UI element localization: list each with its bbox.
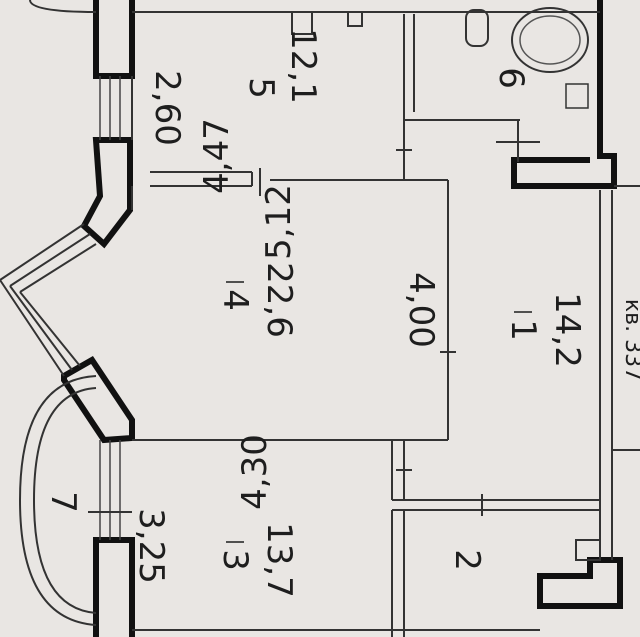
dimension-4-00: 4,00 bbox=[401, 272, 441, 348]
svg-text:4,47: 4,47 bbox=[197, 118, 237, 194]
svg-text:3,25: 3,25 bbox=[131, 508, 171, 584]
room-6-number: 6 bbox=[491, 67, 531, 89]
dimension-4-30: 4,30 bbox=[235, 434, 275, 510]
room-1-number: 1 bbox=[503, 319, 543, 341]
dimension-3-25: 3,25 bbox=[131, 508, 171, 584]
svg-text:3: 3 bbox=[215, 549, 255, 571]
room-1-area: 14,2 bbox=[547, 292, 587, 368]
svg-text:22,6: 22,6 bbox=[259, 262, 299, 338]
svg-text:кв. 337: кв. 337 bbox=[620, 299, 640, 381]
room-4-number: 4 bbox=[215, 289, 255, 311]
svg-text:2: 2 bbox=[447, 549, 487, 571]
svg-text:6: 6 bbox=[491, 67, 531, 89]
windows bbox=[99, 76, 121, 540]
room-5-number: 5 bbox=[241, 77, 281, 99]
svg-text:14,2: 14,2 bbox=[547, 292, 587, 368]
dimension-2-60: 2,60 bbox=[147, 70, 187, 146]
svg-text:5: 5 bbox=[241, 77, 281, 99]
room-3-number: 3 bbox=[215, 549, 255, 571]
room-2-number: 2 bbox=[447, 549, 487, 571]
svg-text:13,7: 13,7 bbox=[259, 522, 299, 598]
svg-text:4,00: 4,00 bbox=[401, 272, 441, 348]
sink-icon bbox=[291, 11, 313, 35]
apartment-label: кв. 337 bbox=[620, 299, 640, 381]
dimension-ticks bbox=[88, 149, 483, 516]
bathroom-fixtures bbox=[291, 7, 589, 162]
svg-text:4,30: 4,30 bbox=[235, 434, 275, 510]
svg-text:1: 1 bbox=[503, 319, 543, 341]
svg-text:12,1: 12,1 bbox=[283, 28, 323, 104]
toilet-icon bbox=[465, 9, 489, 47]
svg-text:2,60: 2,60 bbox=[147, 70, 187, 146]
washer-icon bbox=[565, 83, 589, 109]
svg-text:7: 7 bbox=[43, 491, 83, 513]
room-5-area: 12,1 bbox=[283, 28, 323, 104]
bathtub-icon bbox=[511, 7, 589, 73]
svg-text:5,12: 5,12 bbox=[259, 184, 299, 260]
room-4-area: 22,6 bbox=[259, 262, 299, 338]
dimension-4-47: 4,47 bbox=[197, 118, 237, 194]
room-3-area: 13,7 bbox=[259, 522, 299, 598]
room-7-number: 7 bbox=[43, 491, 83, 513]
svg-text:4: 4 bbox=[215, 289, 255, 311]
stove-icon bbox=[347, 11, 363, 27]
dimension-5-12: 5,12 bbox=[259, 184, 299, 260]
